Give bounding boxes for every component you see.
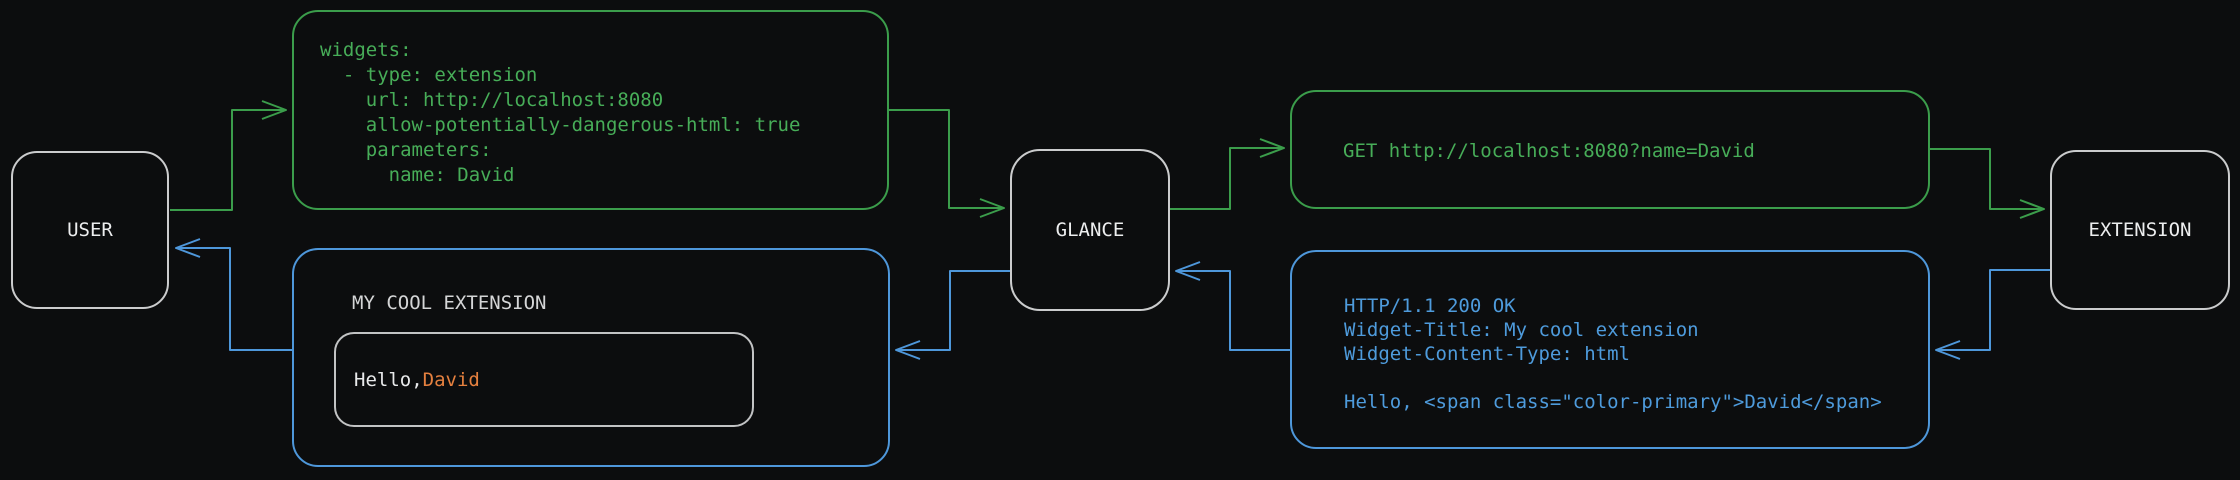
node-user-label: USER	[67, 219, 113, 241]
arrow-extension-to-response	[1935, 269, 2050, 360]
node-extension: EXTENSION	[2050, 150, 2230, 310]
greeting-prefix: Hello,	[354, 368, 423, 391]
http-response-code: HTTP/1.1 200 OK Widget-Title: My cool ex…	[1344, 295, 1882, 413]
arrow-widget-to-user	[175, 238, 292, 351]
greeting-name: David	[422, 368, 480, 391]
http-request-box: GET http://localhost:8080?name=David	[1290, 90, 1930, 209]
greeting-box: Hello, David	[334, 332, 754, 427]
node-user: USER	[11, 151, 169, 309]
arrow-glance-to-widget	[895, 270, 1010, 360]
arrow-user-to-config	[170, 100, 287, 211]
config-yaml-code: widgets: - type: extension url: http://l…	[320, 39, 801, 186]
node-glance: GLANCE	[1010, 149, 1170, 311]
arrow-config-to-glance	[889, 109, 1005, 218]
rendered-widget-box: MY COOL EXTENSION Hello, David	[292, 248, 890, 467]
http-response-box: HTTP/1.1 200 OK Widget-Title: My cool ex…	[1290, 250, 1930, 449]
arrow-glance-to-request	[1170, 138, 1285, 210]
widget-title: MY COOL EXTENSION	[352, 292, 547, 314]
node-extension-label: EXTENSION	[2088, 219, 2192, 241]
arrow-request-to-extension	[1930, 148, 2045, 219]
http-request-code: GET http://localhost:8080?name=David	[1343, 140, 1755, 162]
arrow-response-to-glance	[1175, 261, 1290, 351]
node-glance-label: GLANCE	[1055, 219, 1125, 241]
config-yaml-box: widgets: - type: extension url: http://l…	[292, 10, 889, 210]
